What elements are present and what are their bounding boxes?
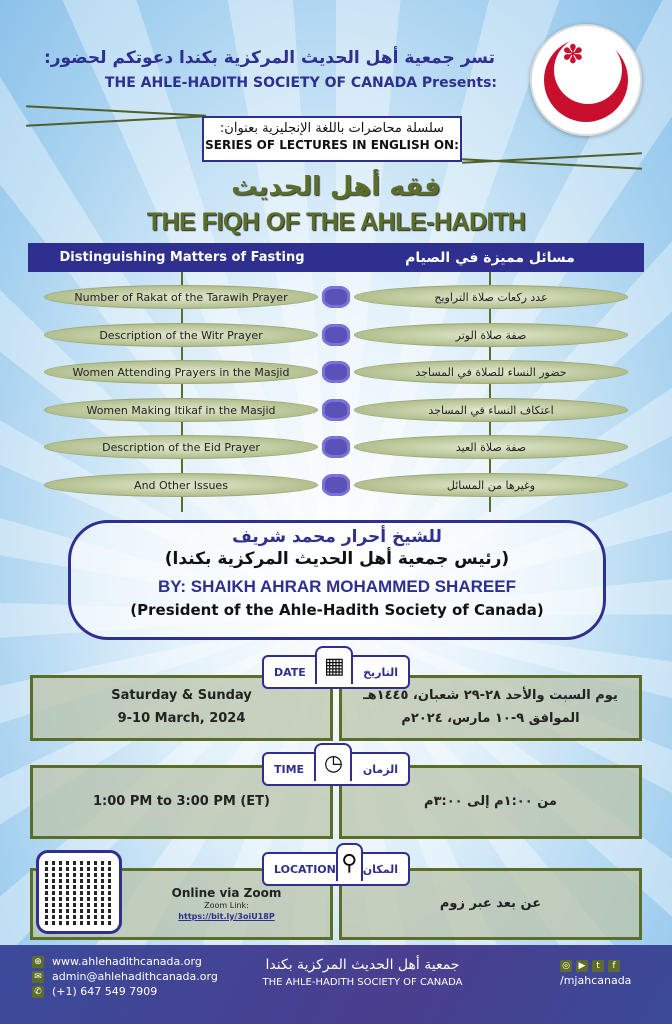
footer-phone[interactable]: ✆ (+1) 647 549 7909	[32, 985, 157, 998]
topics-heading-bar: Distinguishing Matters of Fasting مسائل …	[28, 243, 644, 272]
footer-website[interactable]: ⊕ www.ahlehadithcanada.org	[32, 955, 202, 968]
location-label-arabic: المكان	[362, 862, 398, 876]
footer: ⊕ www.ahlehadithcanada.org ✉ admin@ahlehad…	[0, 945, 672, 1024]
society-logo: ✽	[530, 24, 642, 136]
footer-email[interactable]: ✉ admin@ahlehadithcanada.org	[32, 970, 218, 983]
topic-english: Women Making Itikaf in the Masjid	[44, 398, 318, 422]
time-english-box: 1:00 PM to 3:00 PM (ET)	[30, 765, 333, 839]
date-label-arabic: التاريخ	[363, 665, 398, 679]
youtube-icon[interactable]: ▶	[576, 959, 588, 972]
time-english: 1:00 PM to 3:00 PM (ET)	[92, 793, 270, 809]
date-arabic-line2: الموافق ٩-١٠ مارس، ٢٠٢٤م	[401, 711, 580, 726]
stem-line	[489, 272, 491, 512]
date-label-english: DATE	[274, 665, 306, 679]
footer-org-arabic: جمعية أهل الحديث المركزية بكندا	[265, 957, 460, 973]
flower-ornament-icon	[322, 286, 350, 308]
topic-arabic: حضور النساء للصلاة في المساجد	[354, 360, 628, 384]
clock-icon: ◷	[314, 743, 353, 781]
stem-line	[181, 272, 183, 512]
title-arabic: فقه أهل الحديث	[231, 172, 441, 202]
maple-leaf-icon: ✽	[562, 40, 584, 70]
topic-arabic: صفة صلاة العيد	[354, 435, 628, 459]
calendar-icon: ▦	[315, 646, 354, 684]
location-label-tab: LOCATION ⚲ المكان	[262, 843, 410, 886]
phone-text: (+1) 647 549 7909	[52, 985, 158, 998]
banner-arabic: سلسلة محاضرات باللغة الإنجليزية بعنوان:	[219, 121, 445, 136]
topic-arabic: وغيرها من المسائل	[354, 473, 628, 497]
whatsapp-icon: ✆	[32, 986, 44, 998]
time-label-tab: TIME ◷ الزمان	[262, 743, 410, 786]
zoom-link[interactable]: https://bit.ly/3oiU18P	[178, 911, 275, 921]
flower-ornament-icon	[322, 361, 350, 383]
map-pin-icon: ⚲	[335, 843, 363, 881]
date-label-tab: DATE ▦ التاريخ	[262, 646, 410, 689]
topics-heading-arabic: مسائل مميزة في الصيام	[405, 249, 575, 266]
speaker-role-english: (President of the Ahle-Hadith Society of…	[130, 601, 544, 619]
time-label-english: TIME	[274, 762, 305, 776]
flower-ornament-icon	[322, 474, 350, 496]
date-english-line2: 9-10 March, 2024	[117, 711, 246, 726]
footer-org-english: THE AHLE-HADITH SOCIETY OF CANADA	[262, 977, 463, 988]
qr-pattern	[45, 859, 113, 925]
location-english: Online via Zoom	[171, 885, 282, 900]
location-label-english: LOCATION	[274, 862, 336, 876]
social-handle[interactable]: /mjahcanada	[560, 974, 632, 987]
topics-heading-english: Distinguishing Matters of Fasting	[59, 250, 305, 265]
location-arabic: عن بعد عبر زوم	[439, 895, 542, 911]
crescent-icon	[544, 36, 628, 122]
speaker-role-arabic: (رئيس جمعية أهل الحديث المركزية بكندا)	[164, 549, 510, 569]
header-arabic: تسر جمعية أهل الحديث المركزية بكندا دعوت…	[43, 48, 495, 68]
time-label-arabic: الزمان	[362, 762, 398, 776]
topic-arabic: صفة صلاة الوتر	[354, 323, 628, 347]
time-arabic: من ١:٠٠م إلى ٣:٠٠م	[424, 793, 557, 809]
mail-icon: ✉	[32, 971, 44, 983]
globe-icon: ⊕	[32, 956, 44, 968]
email-text: admin@ahlehadithcanada.org	[52, 970, 218, 983]
topic-english: Description of the Witr Prayer	[44, 323, 318, 347]
website-text: www.ahlehadithcanada.org	[52, 955, 202, 968]
topic-english: And Other Issues	[44, 473, 318, 497]
instagram-icon[interactable]: ◎	[560, 959, 572, 972]
zoom-qr-code[interactable]	[36, 850, 122, 934]
topic-arabic: اعتكاف النساء في المساجد	[354, 398, 628, 422]
date-english-line1: Saturday & Sunday	[111, 688, 252, 704]
series-banner: سلسلة محاضرات باللغة الإنجليزية بعنوان: …	[202, 116, 462, 162]
date-arabic-line1: يوم السبت والأحد ٢٨-٢٩ شعبان، ١٤٤٥هـ	[363, 688, 618, 704]
speaker-name-english: BY: SHAIKH AHRAR MOHAMMED SHAREEF	[158, 577, 516, 596]
zoom-link-label: Zoom Link:	[204, 901, 249, 911]
header-english: THE AHLE-HADITH SOCIETY OF CANADA Presen…	[104, 75, 497, 91]
flower-ornament-icon	[322, 399, 350, 421]
twitter-icon[interactable]: t	[592, 959, 604, 972]
title-english: THE FIQH OF THE AHLE-HADITH	[146, 208, 526, 236]
speaker-box: للشيخ أحرار محمد شريف (رئيس جمعية أهل ال…	[68, 520, 606, 640]
speaker-name-arabic: للشيخ أحرار محمد شريف	[232, 527, 442, 547]
topic-english: Women Attending Prayers in the Masjid	[44, 360, 318, 384]
flower-ornament-icon	[322, 324, 350, 346]
topic-english: Description of the Eid Prayer	[44, 435, 318, 459]
topic-arabic: عدد ركعات صلاة التراويح	[354, 285, 628, 309]
banner-english: SERIES OF LECTURES IN ENGLISH ON:	[205, 138, 459, 152]
facebook-icon[interactable]: f	[608, 959, 620, 972]
flower-ornament-icon	[322, 436, 350, 458]
time-arabic-box: من ١:٠٠م إلى ٣:٠٠م	[339, 765, 642, 839]
date-english-box: Saturday & Sunday 9-10 March, 2024	[30, 675, 333, 741]
topic-english: Number of Rakat of the Tarawih Prayer	[44, 285, 318, 309]
